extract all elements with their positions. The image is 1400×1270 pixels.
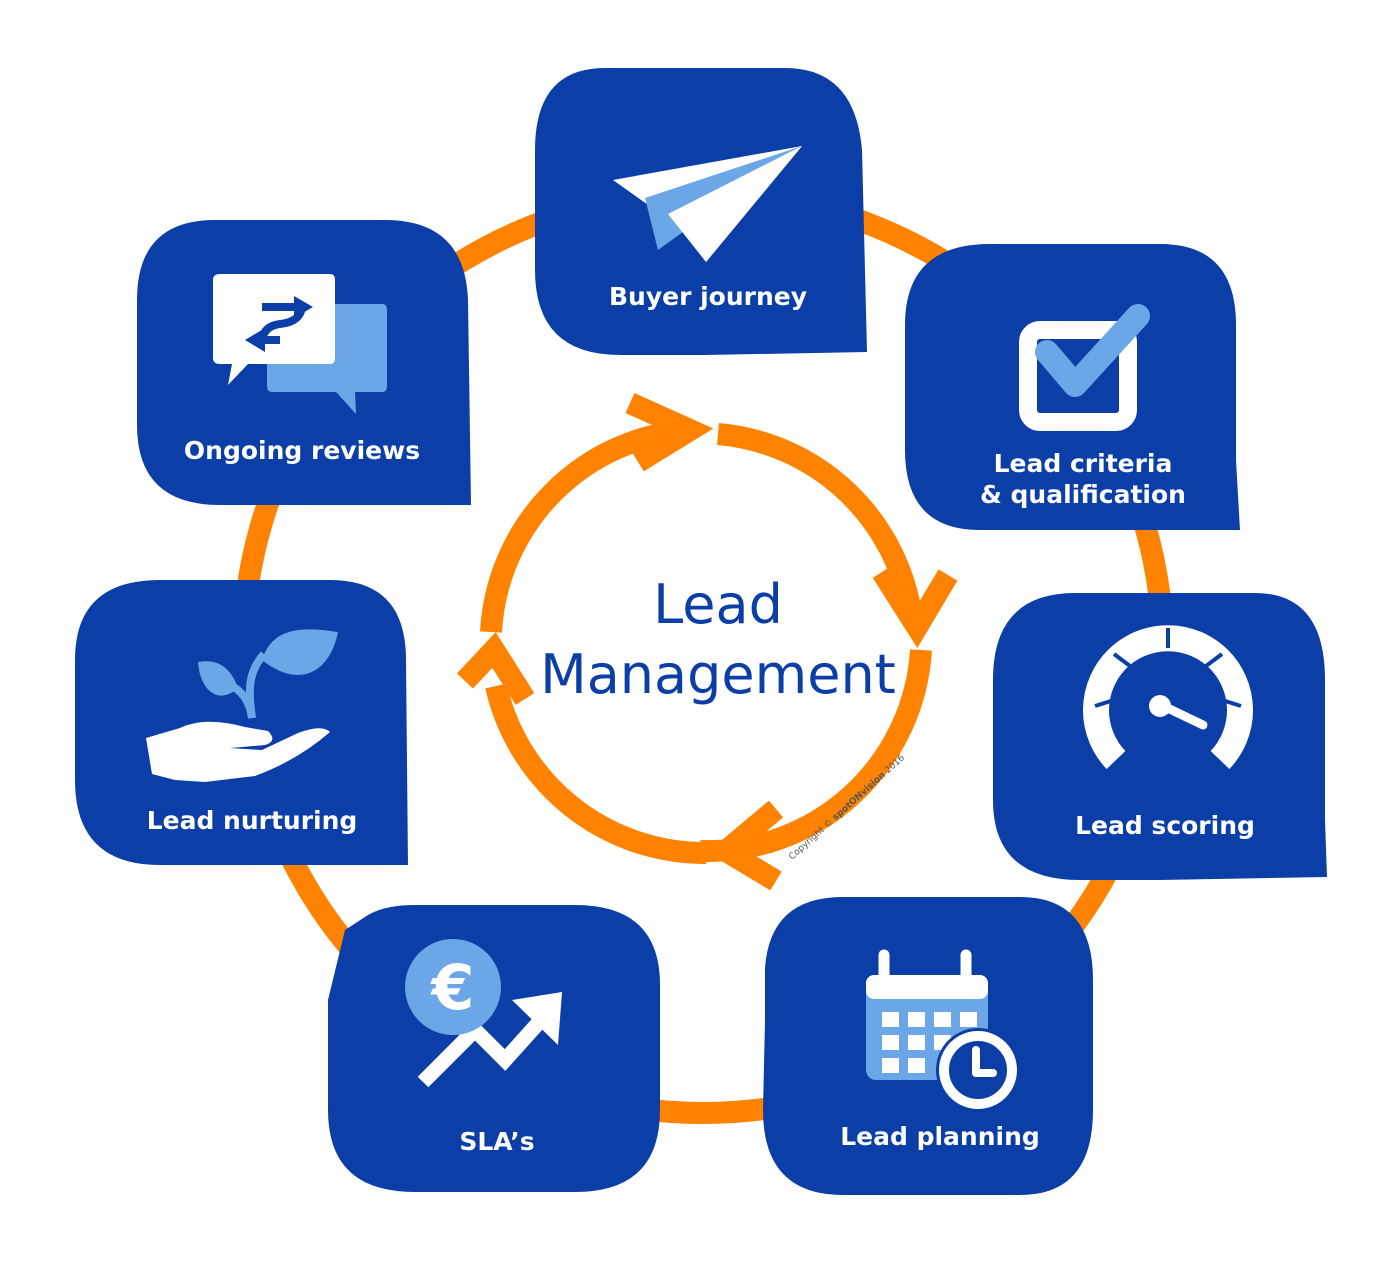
cycle-arc-top-right (717, 423, 923, 622)
bubble-lead-scoring (993, 593, 1327, 880)
step-buyer-journey: Buyer journey (535, 68, 867, 355)
arrowhead-left (456, 632, 535, 705)
svg-text:€: € (429, 951, 474, 1024)
label-lead-scoring: Lead scoring (1075, 811, 1255, 840)
checkbox-icon (1019, 304, 1150, 431)
step-lead-nurturing: Lead nurturing (75, 580, 408, 865)
step-lead-criteria: Lead criteria & qualification (905, 244, 1240, 530)
step-slas: € SLA’s (328, 905, 660, 1192)
inner-cycle-arrows (456, 392, 958, 891)
label-lead-nurturing: Lead nurturing (147, 806, 358, 835)
arrowhead-bottom (707, 800, 784, 891)
cycle-arc-top-left (480, 419, 691, 633)
copyright-notice: Copyright © spotONvision 2016 (787, 753, 907, 862)
step-lead-scoring: Lead scoring (993, 593, 1327, 880)
hand-plant-icon (146, 629, 338, 782)
euro-growth-icon: € (405, 939, 562, 1088)
cycle-arc-bottom-left (485, 683, 707, 865)
label-lead-criteria-line2: & qualification (980, 480, 1186, 509)
label-lead-criteria-line1: Lead criteria (994, 449, 1173, 478)
center-title-line2: Management (540, 643, 896, 706)
gauge-icon (1083, 625, 1253, 769)
chat-exchange-icon (213, 274, 387, 414)
arrowhead-right (872, 566, 958, 648)
label-slas: SLA’s (459, 1127, 534, 1156)
label-ongoing-reviews: Ongoing reviews (184, 436, 420, 465)
center-title-line1: Lead (653, 573, 783, 636)
calendar-clock-icon (866, 949, 1020, 1112)
paper-plane-icon (613, 146, 802, 262)
label-lead-planning: Lead planning (840, 1122, 1040, 1151)
arrowhead-top (625, 392, 714, 472)
label-buyer-journey: Buyer journey (609, 282, 807, 311)
step-lead-planning: Lead planning (763, 897, 1093, 1195)
step-ongoing-reviews: Ongoing reviews (137, 220, 471, 505)
